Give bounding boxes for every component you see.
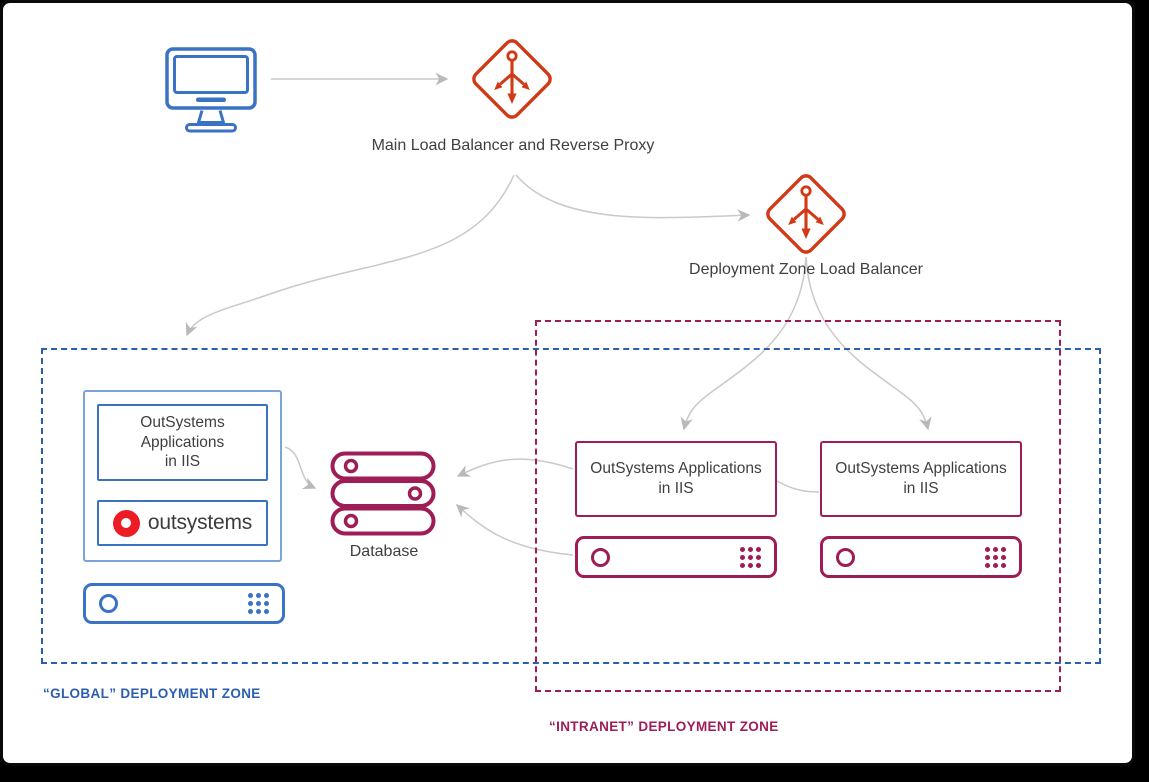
deployment-zone-load-balancer-label: Deployment Zone Load Balancer bbox=[689, 261, 923, 278]
server-icon bbox=[820, 536, 1022, 578]
main-load-balancer-label: Main Load Balancer and Reverse Proxy bbox=[371, 137, 655, 154]
disk-circle-icon bbox=[836, 547, 855, 567]
dots-grid-icon bbox=[985, 546, 1006, 568]
global-zone-label: “GLOBAL” DEPLOYMENT ZONE bbox=[43, 686, 261, 701]
dots-grid-icon bbox=[740, 546, 761, 568]
monitor-icon bbox=[165, 47, 257, 133]
diagram-canvas: “GLOBAL” DEPLOYMENT ZONE “INTRANET” DEPL… bbox=[0, 0, 1135, 766]
disk-circle-icon bbox=[99, 594, 118, 613]
outsystems-logo-icon bbox=[112, 509, 140, 537]
server-icon bbox=[575, 536, 777, 578]
disk-circle-icon bbox=[591, 547, 610, 567]
intranet-app-box-2: OutSystems Applications in IIS bbox=[820, 441, 1022, 517]
dots-grid-icon bbox=[248, 593, 269, 614]
server-icon bbox=[83, 583, 285, 624]
load-balancer-icon bbox=[766, 174, 846, 254]
app-box-line: in IIS bbox=[164, 453, 201, 471]
app-box-line: in IIS bbox=[903, 480, 939, 497]
intranet-app-box-1: OutSystems Applications in IIS bbox=[575, 441, 777, 517]
database-label: Database bbox=[349, 543, 419, 560]
connector-arrows bbox=[185, 72, 932, 556]
load-balancer-icon bbox=[472, 39, 552, 119]
app-box-line: OutSystems Applications bbox=[590, 460, 762, 478]
global-deployment-zone bbox=[41, 348, 1101, 664]
app-box-line: in IIS bbox=[658, 480, 694, 497]
database-icon bbox=[330, 451, 436, 536]
app-box-line: OutSystems bbox=[140, 414, 225, 432]
intranet-zone-label: “INTRANET” DEPLOYMENT ZONE bbox=[549, 719, 779, 734]
intranet-deployment-zone bbox=[535, 320, 1061, 692]
app-box-line: OutSystems Applications bbox=[835, 460, 1007, 478]
global-app-box: OutSystems Applications in IIS bbox=[97, 404, 268, 481]
outsystems-platform-box: outsystems bbox=[97, 500, 268, 546]
app-box-line: Applications bbox=[140, 433, 225, 451]
outsystems-brand-name: outsystems bbox=[147, 511, 253, 534]
